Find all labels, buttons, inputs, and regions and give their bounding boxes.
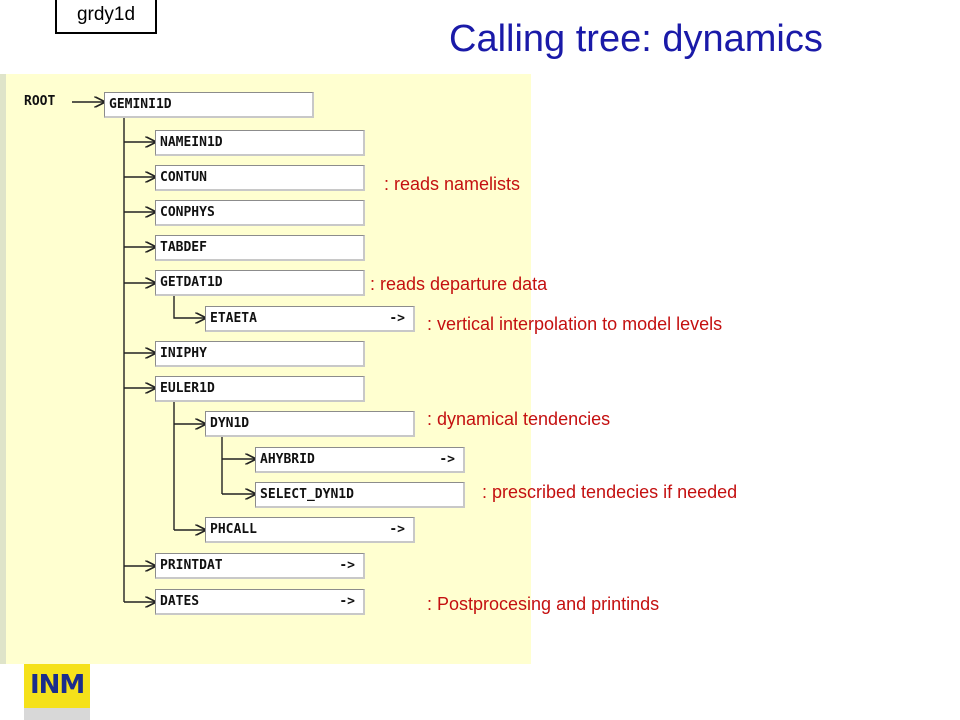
annotation-prescribed: : prescribed tendecies if needed (482, 482, 738, 502)
node-label: TABDEF (160, 240, 207, 255)
node-etaeta: ETAETA -> (205, 306, 415, 332)
slide-tag: grdy1d (55, 0, 157, 34)
node-phcall: PHCALL -> (205, 517, 415, 543)
node-label: CONTUN (160, 170, 207, 185)
node-label: SELECT_DYN1D (260, 487, 354, 502)
node-label: DATES (160, 594, 200, 609)
node-namein1d: NAMEIN1D (155, 130, 365, 156)
node-dyn1d: DYN1D (205, 411, 415, 437)
call-arrow-icon: -> (389, 311, 405, 326)
node-euler1d: EULER1D (155, 376, 365, 402)
node-ahybrid: AHYBRID -> (255, 447, 465, 473)
annotation-postprocessing: : Postprocesing and printinds (427, 594, 660, 614)
node-gemini1d: GEMINI1D (104, 92, 314, 118)
logo-text: INM (30, 670, 85, 700)
node-label: CONPHYS (160, 205, 215, 220)
node-contun: CONTUN (155, 165, 365, 191)
tree-root-label: ROOT (24, 94, 56, 109)
call-arrow-icon: -> (439, 452, 455, 467)
node-label: ETAETA (210, 311, 257, 326)
panel-edge (0, 74, 6, 664)
node-tabdef: TABDEF (155, 235, 365, 261)
node-label: GETDAT1D (160, 275, 223, 290)
node-label: NAMEIN1D (160, 135, 223, 150)
inm-logo: INM (24, 664, 90, 720)
node-conphys: CONPHYS (155, 200, 365, 226)
node-label: PRINTDAT (160, 558, 223, 573)
annotation-dynamical: : dynamical tendencies (427, 409, 611, 429)
node-label: INIPHY (160, 346, 207, 361)
node-getdat1d: GETDAT1D (155, 270, 365, 296)
node-label: AHYBRID (260, 452, 315, 467)
node-label: EULER1D (160, 381, 215, 396)
annotation-vertical: : vertical interpolation to model levels (427, 314, 723, 334)
call-arrow-icon: -> (339, 594, 355, 609)
call-arrow-icon: -> (389, 522, 405, 537)
node-printdat: PRINTDAT -> (155, 553, 365, 579)
slide-title: Calling tree: dynamics (449, 18, 823, 60)
annotation-departure: : reads departure data (370, 274, 548, 294)
node-label: PHCALL (210, 522, 257, 537)
node-dates: DATES -> (155, 589, 365, 615)
node-select-dyn1d: SELECT_DYN1D (255, 482, 465, 508)
annotation-namelists: : reads namelists (384, 174, 521, 194)
logo-background (24, 664, 90, 708)
node-label: GEMINI1D (109, 97, 172, 112)
logo-base (24, 708, 90, 720)
node-iniphy: INIPHY (155, 341, 365, 367)
call-arrow-icon: -> (339, 558, 355, 573)
node-label: DYN1D (210, 416, 250, 431)
connector-etaeta (173, 296, 205, 318)
